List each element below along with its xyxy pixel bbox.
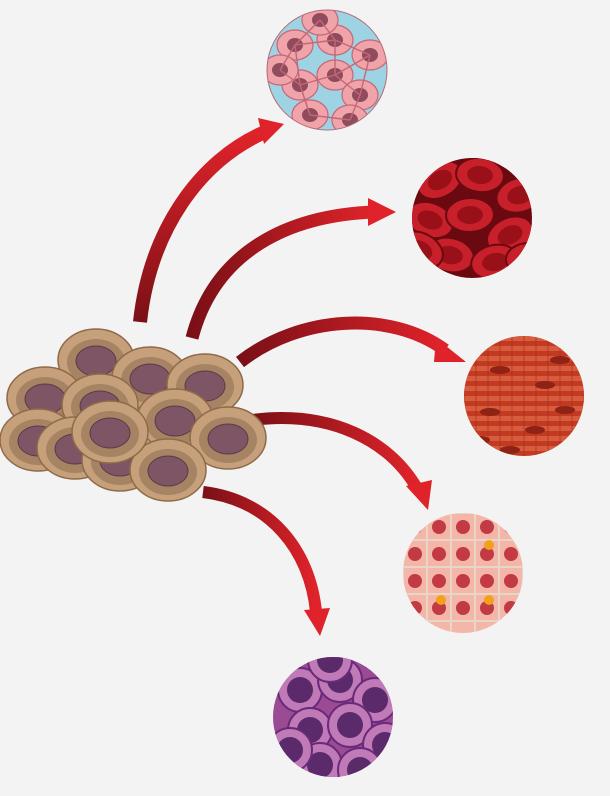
nerve-fiber: [299, 84, 311, 116]
epithelial-nucleus: [480, 520, 494, 534]
epithelial-nucleus: [480, 547, 494, 561]
epithelial-nucleus: [504, 547, 518, 561]
arrow-to-immune-tissue: [202, 486, 330, 636]
muscle-striation: [464, 366, 584, 371]
immune-cell: [277, 667, 323, 713]
muscle-striation: [464, 416, 584, 421]
nerve-fiber: [319, 19, 336, 41]
muscle-nucleus: [550, 356, 570, 364]
muscle-striation: [464, 336, 584, 341]
muscle-nucleus: [470, 436, 490, 444]
muscle-nucleus: [555, 406, 575, 414]
muscle-striation: [464, 436, 584, 441]
muscle-striation: [464, 356, 584, 361]
immune-cell: [273, 727, 313, 773]
nerve-fiber: [309, 114, 351, 121]
muscle-striation: [464, 446, 584, 451]
nerve-fiber: [294, 39, 336, 46]
epithelial-nucleus: [504, 520, 518, 534]
muscle-striation: [464, 426, 584, 431]
nerve-fiber: [349, 94, 361, 121]
nerve-fiber: [334, 74, 361, 96]
arrow-to-muscle-tissue: [235, 316, 466, 368]
muscle-tissue-circle: [460, 336, 590, 461]
muscle-nucleus: [490, 366, 510, 374]
muscle-striation: [464, 376, 584, 381]
nerve-fiber: [299, 74, 336, 86]
immune-cell: [337, 747, 383, 777]
red-blood-cell: [445, 196, 495, 234]
epithelial-nucleus: [408, 520, 422, 534]
stem-cell-cluster: [0, 328, 267, 502]
epithelial-nucleus: [456, 574, 470, 588]
muscle-nucleus: [480, 408, 500, 416]
epithelial-nucleus: [408, 547, 422, 561]
red-blood-cell: [455, 158, 505, 194]
red-blood-cell-tissue-circle: [412, 158, 532, 278]
muscle-nucleus: [535, 381, 555, 389]
red-blood-cell: [412, 200, 455, 240]
muscle-striation: [464, 386, 584, 391]
muscle-striation: [464, 346, 584, 351]
nerve-fiber: [334, 54, 371, 76]
muscle-striation: [464, 396, 584, 401]
epithelial-nucleus: [432, 574, 446, 588]
nerve-fiber: [279, 44, 296, 71]
epithelial-nucleus: [504, 601, 518, 615]
immune-cell: [307, 657, 353, 683]
epithelial-nucleus: [408, 574, 422, 588]
nerve-fiber: [294, 44, 301, 86]
muscle-striation: [460, 456, 590, 461]
nerve-fiber: [294, 19, 321, 46]
stem-cell: [129, 438, 207, 502]
stem-cell: [189, 406, 267, 470]
nerve-fiber: [334, 39, 371, 56]
epithelial-nucleus: [456, 601, 470, 615]
epithelial-nucleus: [456, 547, 470, 561]
red-blood-cell: [505, 241, 532, 278]
epithelial-tissue-circle: [403, 513, 523, 633]
epithelial-nucleus: [480, 574, 494, 588]
arrow-to-nerve-tissue: [133, 118, 284, 323]
muscle-nucleus: [500, 446, 520, 454]
epithelial-nucleus: [408, 601, 422, 615]
nerve-fiber: [359, 54, 371, 96]
cell-junction: [484, 540, 494, 550]
epithelial-nucleus: [456, 520, 470, 534]
nerve-fiber: [279, 69, 301, 86]
immune-cell: [327, 702, 373, 748]
stem-cell: [71, 400, 149, 464]
epithelial-nucleus: [432, 547, 446, 561]
arrow-to-epithelial-tissue: [251, 412, 432, 510]
cell-junction: [436, 595, 446, 605]
muscle-nucleus: [525, 426, 545, 434]
immune-cell-tissue-circle: [273, 657, 393, 777]
cell-junction: [484, 595, 494, 605]
epithelial-nucleus: [504, 574, 518, 588]
epithelial-nucleus: [432, 520, 446, 534]
nerve-cell-tissue-circle: [266, 9, 388, 131]
arrow-to-blood-tissue: [185, 198, 396, 340]
arrows: [133, 118, 466, 636]
